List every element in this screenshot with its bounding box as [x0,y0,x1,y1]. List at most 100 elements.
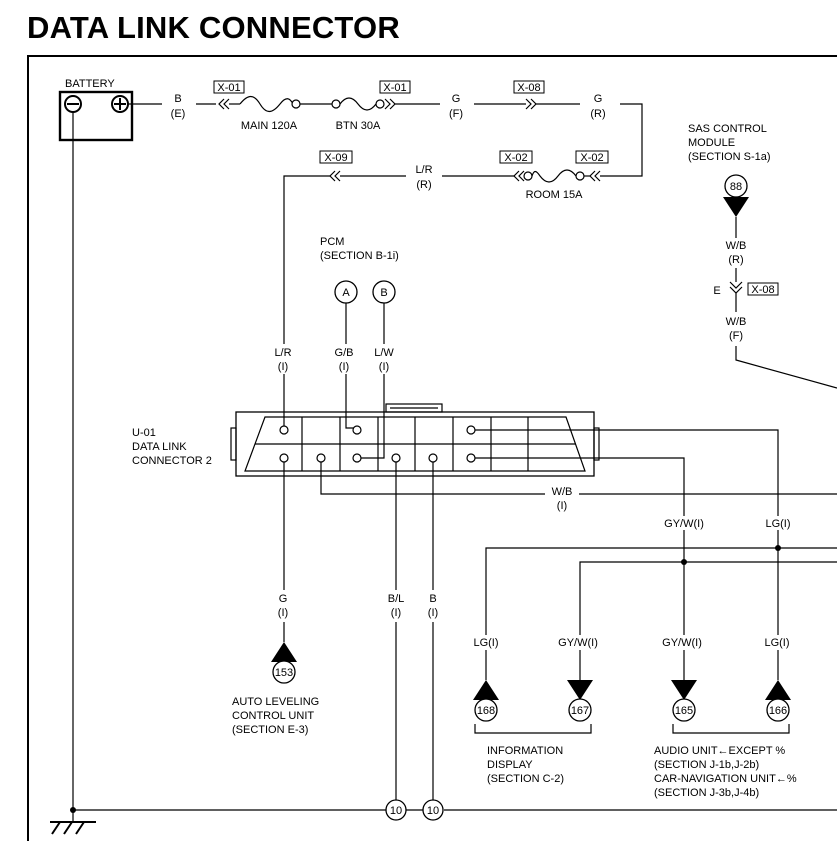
svg-text:X-02: X-02 [580,152,603,164]
ground-node-a-label: 10 [390,805,402,817]
svg-text:GY/W(I): GY/W(I) [558,637,598,649]
audio-line2: (SECTION J-1b,J-2b) [654,759,759,771]
wire-lr-i-sub: (I) [278,361,288,373]
wire-lr-r-label: L/R [415,164,432,176]
svg-text:GY/W(I): GY/W(I) [664,518,704,530]
ground-symbol-icon [50,821,96,835]
audio-arrow-a-icon [671,680,697,700]
wire-bl-i-label: B/L [388,593,405,605]
wire-b-label: B [174,93,181,105]
wire-b-sub: (E) [171,108,186,120]
wire-bl-i-sub: (I) [391,607,401,619]
svg-text:A: A [342,287,350,299]
auto-level-arrow-icon [271,642,297,662]
fuse-room-icon [531,169,577,183]
svg-text:W/B: W/B [552,486,573,498]
wire-wb-r-sub: (R) [728,254,743,266]
dlc-line2: DATA LINK [132,441,187,453]
svg-text:88: 88 [730,181,742,193]
svg-text:X-08: X-08 [517,82,540,94]
svg-text:B: B [380,287,387,299]
audio-bracket [672,724,790,734]
tag-x02-b [575,150,609,164]
tag-x01-a [213,80,245,94]
audio-line4: (SECTION J-3b,J-4b) [654,787,759,799]
info-display-node-a [474,698,498,722]
fuse-main-label: MAIN 120A [241,120,298,132]
dlc-connector-icon [230,403,600,477]
wire-lr-i-label: L/R [274,347,291,359]
svg-text:GY/W(I): GY/W(I) [662,637,702,649]
auto-level-line3: (SECTION E-3) [232,724,308,736]
battery-icon [58,90,134,142]
sas-line3: (SECTION S-1a) [688,151,771,163]
dlc-line3: CONNECTOR 2 [132,455,212,467]
auto-level-node [272,660,296,684]
fuse-room-label: ROOM 15A [526,189,584,201]
sas-line1: SAS CONTROL [688,123,767,135]
sas-e-label: E [713,285,720,297]
wire-g-f-label: G [452,93,461,105]
wire-g-r-label: G [594,93,603,105]
wire-wb-r-label: W/B [726,240,747,252]
wire-lw-i-sub: (I) [379,361,389,373]
svg-text:LG(I): LG(I) [473,637,498,649]
wire-wb-f-sub: (F) [729,330,743,342]
wire-g-i-sub: (I) [278,607,288,619]
wire-lw-i-label: L/W [374,347,394,359]
wire-wb-i-sub: (I) [557,500,567,512]
svg-text:165: 165 [675,705,693,717]
wire-lr [283,175,330,344]
audio-node-a [672,698,696,722]
page-title: DATA LINK CONNECTOR [27,10,400,45]
tag-x01-b [379,80,411,94]
svg-text:LG(I): LG(I) [765,518,790,530]
audio-node-b [766,698,790,722]
wire-gb-i-label: G/B [335,347,354,359]
ground-node-b-label: 10 [427,805,439,817]
wire-wb-f-label: W/B [726,316,747,328]
tag-x08-b [747,282,779,296]
auto-level-line2: CONTROL UNIT [232,710,314,722]
wire-b-i-label: B [429,593,436,605]
svg-text:153: 153 [275,667,293,679]
audio-line3: CAR-NAVIGATION UNIT←% [654,773,797,785]
audio-arrow-b-icon [765,680,791,700]
svg-text:X-02: X-02 [504,152,527,164]
info-display-node-b [568,698,592,722]
wire-lr-r-sub: (R) [416,179,431,191]
fuse-btn-icon [339,97,377,111]
sas-arrow-icon [723,197,749,217]
svg-text:167: 167 [571,705,589,717]
fuse-main-icon [239,95,294,113]
info-display-line3: (SECTION C-2) [487,773,564,785]
wire-g-i-label: G [279,593,288,605]
fuse-btn-label: BTN 30A [336,120,381,132]
svg-text:166: 166 [769,705,787,717]
svg-text:LG(I): LG(I) [764,637,789,649]
svg-text:X-01: X-01 [383,82,406,94]
wire-g-f-sub: (F) [449,108,463,120]
info-display-line1: INFORMATION [487,745,563,757]
tag-x09 [319,150,353,164]
battery-label: BATTERY [65,78,115,90]
info-display-line2: DISPLAY [487,759,533,771]
svg-text:168: 168 [477,705,495,717]
sas-line2: MODULE [688,137,735,149]
pcm-line2: (SECTION B-1i) [320,250,399,262]
svg-text:X-08: X-08 [751,284,774,296]
info-display-arrow-b-icon [567,680,593,700]
auto-level-line1: AUTO LEVELING [232,696,319,708]
wire-g-r-sub: (R) [590,108,605,120]
pcm-line1: PCM [320,236,344,248]
svg-text:X-09: X-09 [324,152,347,164]
info-display-bracket [474,724,592,734]
tag-x02-a [499,150,533,164]
diagram-frame [27,55,837,841]
dlc-line1: U-01 [132,427,156,439]
audio-line1: AUDIO UNIT←EXCEPT % [654,745,785,757]
tag-x08-a [513,80,545,94]
info-display-arrow-a-icon [473,680,499,700]
svg-text:X-01: X-01 [217,82,240,94]
